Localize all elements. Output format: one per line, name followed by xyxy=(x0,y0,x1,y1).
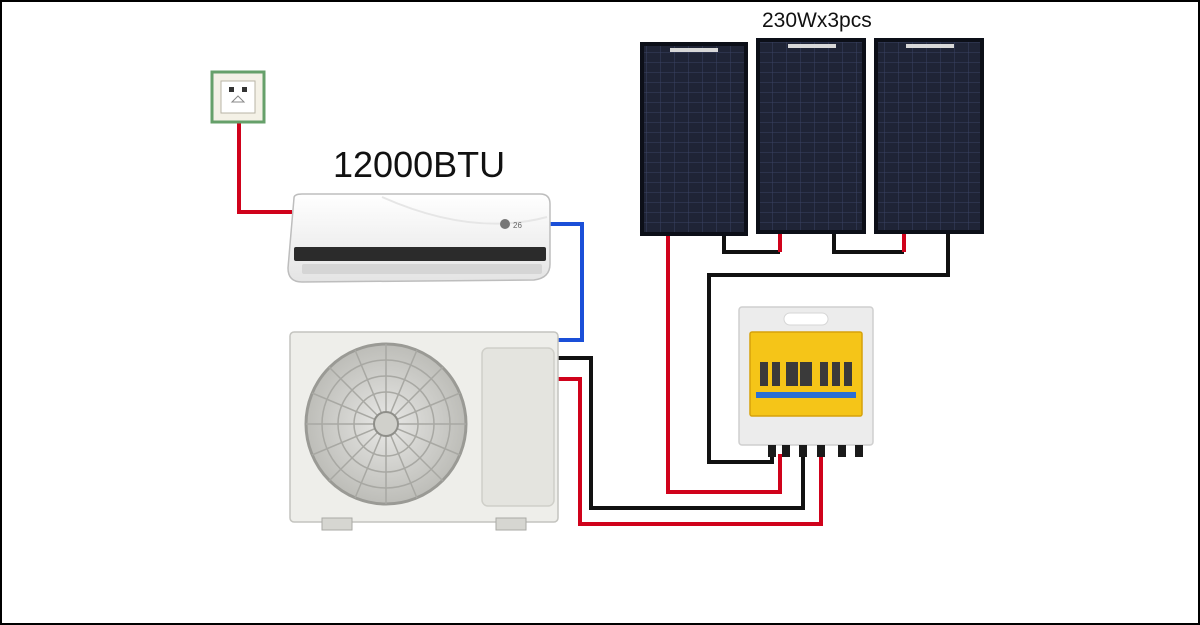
combiner-negative-output xyxy=(558,356,805,510)
solar-panel-1 xyxy=(640,42,748,236)
wires xyxy=(237,114,950,526)
panel-spec-label: 230Wx3pcs xyxy=(762,9,872,32)
outlet-supply-wire xyxy=(237,114,292,214)
combiner-box xyxy=(738,306,874,457)
refrigerant-line xyxy=(548,222,584,342)
array-negative-wire xyxy=(707,232,950,464)
ac-capacity-label: 12000BTU xyxy=(333,144,506,185)
outdoor-condenser-unit xyxy=(289,331,559,531)
panel-link-2-3-negative xyxy=(832,232,904,254)
indoor-ac-unit: 26 xyxy=(287,193,551,283)
fan-grille-icon xyxy=(304,342,468,506)
wall-outlet-icon xyxy=(210,70,266,124)
panel-link-1-2-negative xyxy=(722,232,780,254)
combiner-positive-output xyxy=(558,377,823,526)
array-positive-wire xyxy=(666,232,782,494)
solar-panel-3 xyxy=(874,38,984,234)
indoor-status-icon xyxy=(500,219,510,229)
solar-panel-2 xyxy=(756,38,866,234)
indoor-display: 26 xyxy=(513,221,522,230)
